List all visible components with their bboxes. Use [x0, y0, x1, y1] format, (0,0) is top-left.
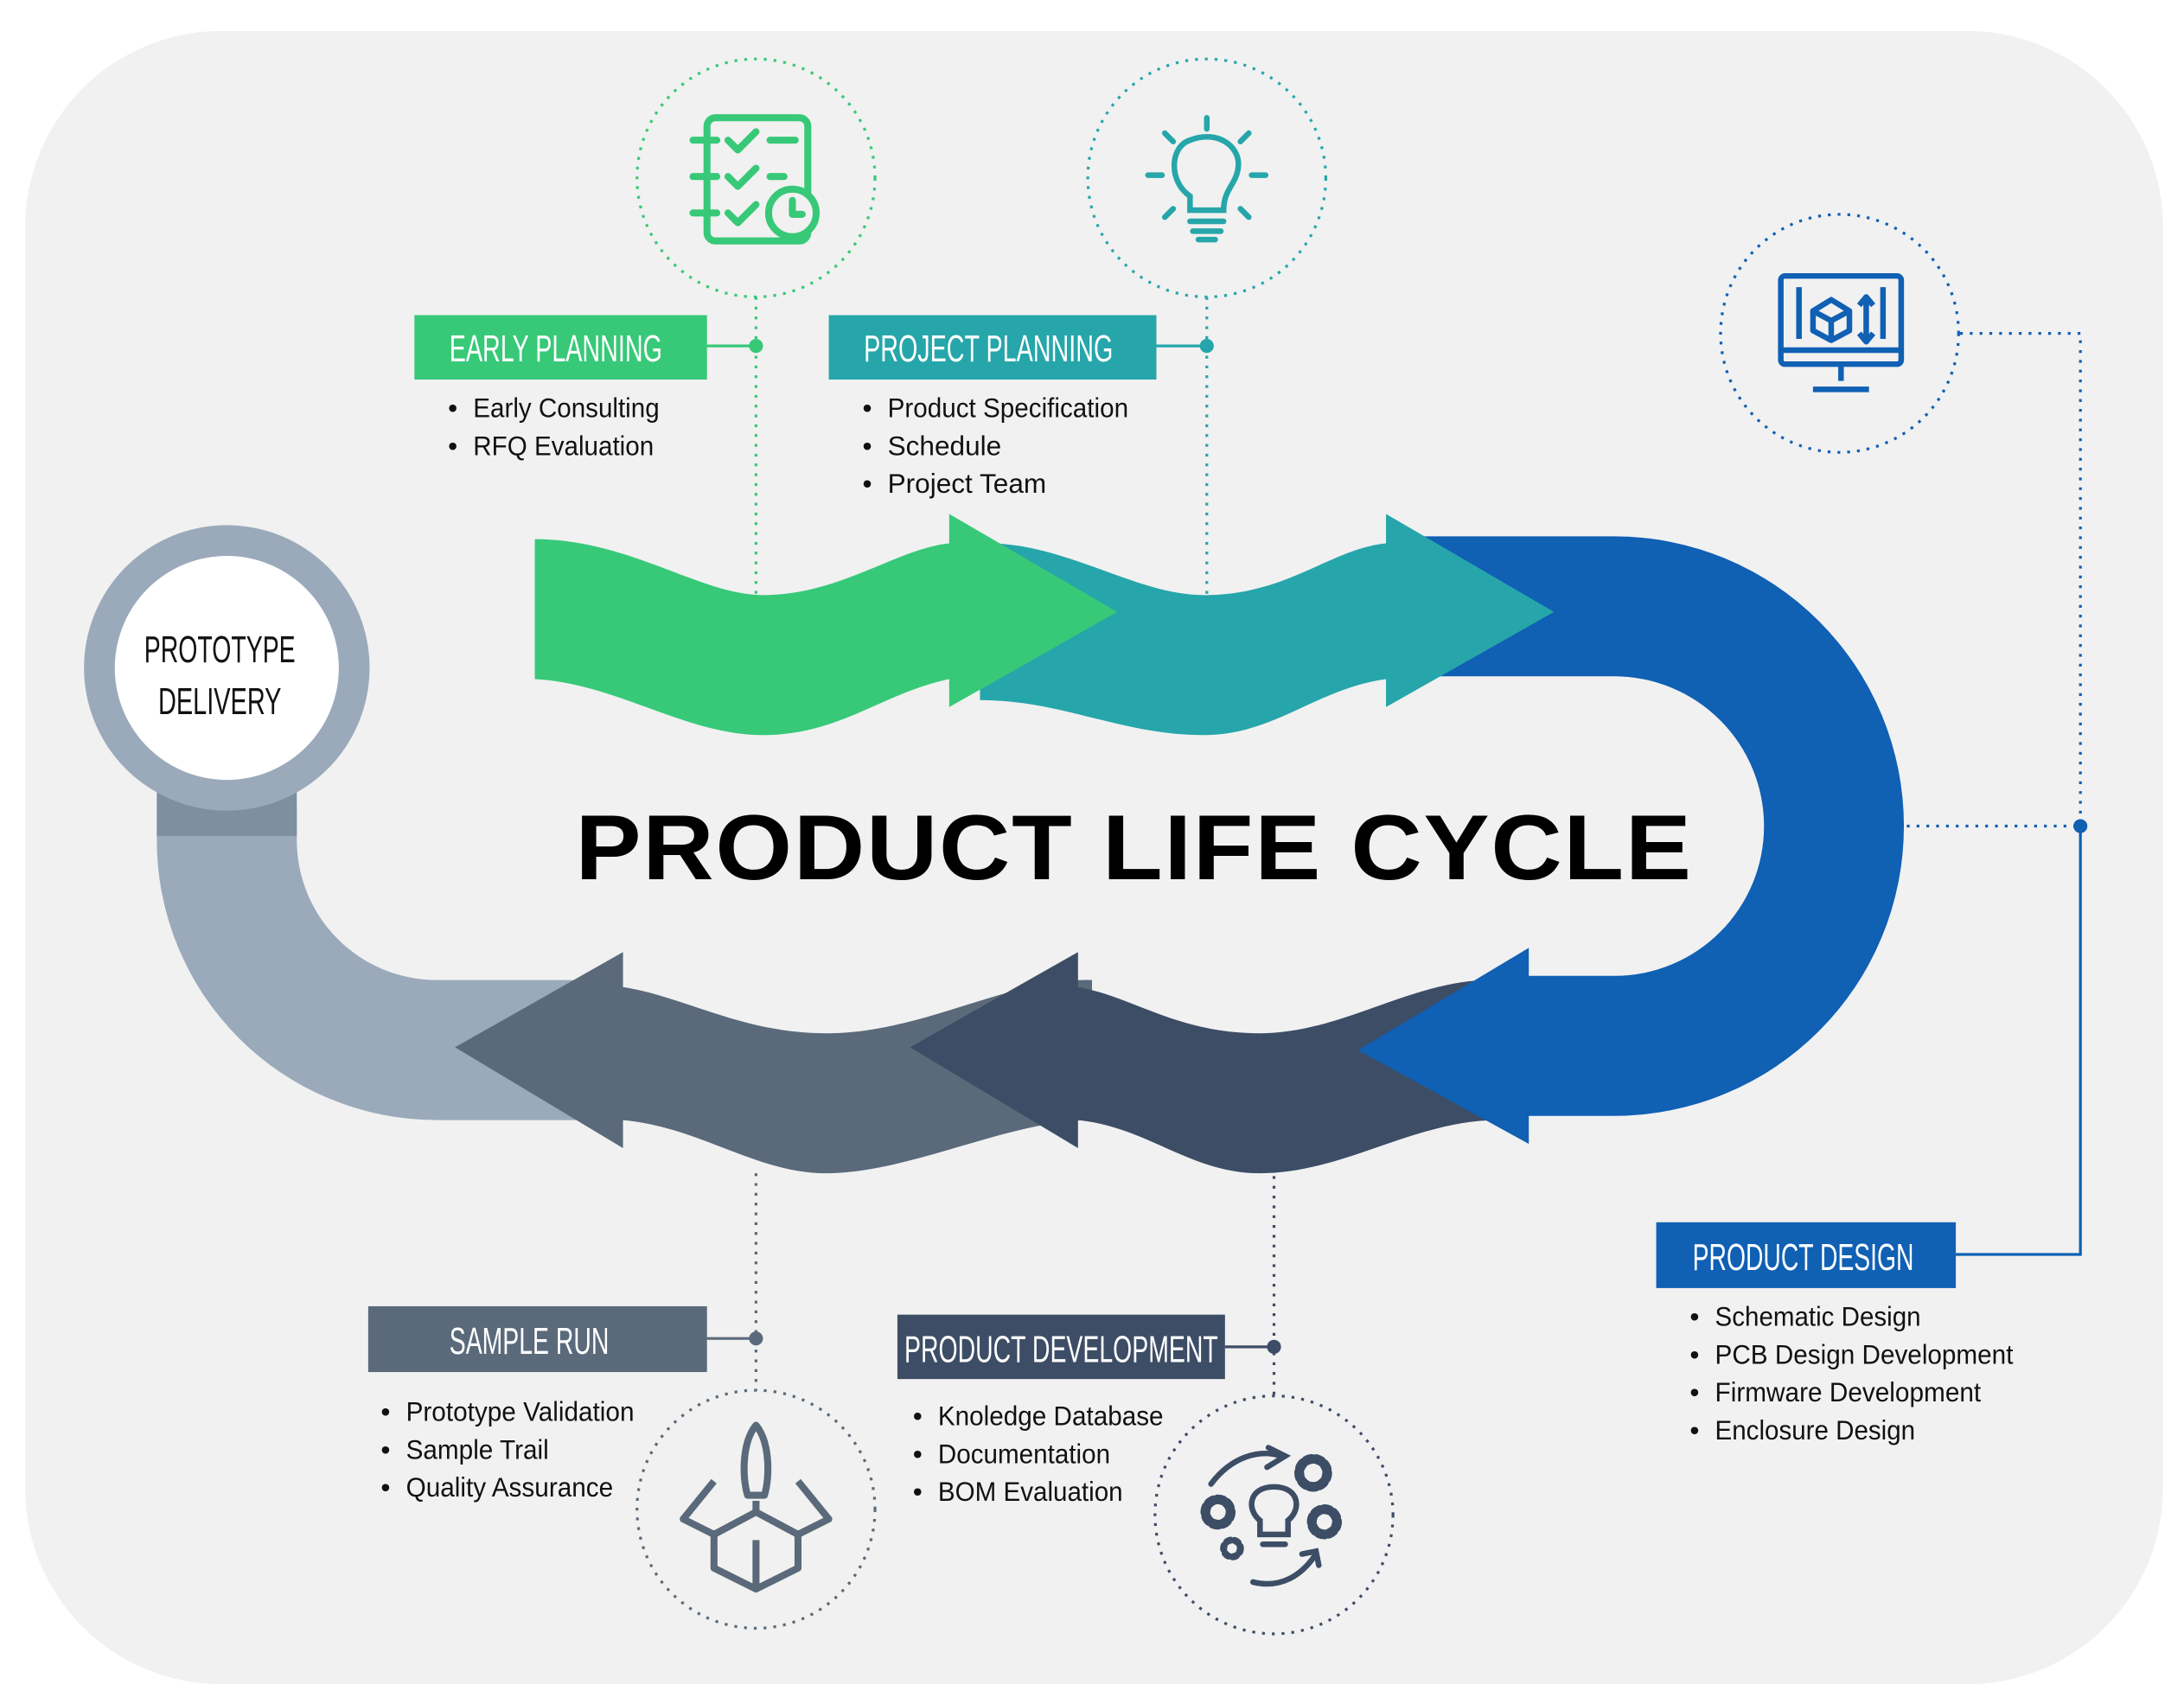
project-planning-item: Product Specification [888, 392, 1129, 424]
bullet: • [1689, 1414, 1699, 1446]
page-title: PRODUCT LIFE CYCLE [576, 795, 1693, 899]
sample-run-icon-circle [635, 1388, 877, 1630]
bullet: • [1689, 1376, 1699, 1407]
product-development-label-box [897, 1314, 1225, 1380]
gears-lightbulb-icon [1200, 1445, 1343, 1587]
project-planning-arrow [980, 514, 1555, 736]
early-planning-arrow [534, 514, 1118, 736]
product-design-icon-circle [1719, 213, 1960, 454]
bullet: • [448, 392, 457, 424]
product-design-arc [1357, 536, 1905, 1145]
sample-run-item: Quality Assurance [406, 1471, 614, 1503]
prototype-label-line2: DELIVERY [158, 680, 281, 723]
product-development-item: Knoledge Database [938, 1401, 1164, 1432]
stage-product-design: PRODUCT DESIGN • Schematic Design • PCB … [1656, 1222, 2014, 1446]
bullet: • [380, 1471, 390, 1503]
product-design-label: PRODUCT DESIGN [1693, 1236, 1914, 1279]
lightbulb-icon [1145, 114, 1269, 243]
early-planning-item: RFQ Evaluation [473, 430, 654, 461]
monitor-3d-design-icon [1778, 272, 1905, 392]
prototype-label-line1: PROTOTYPE [144, 629, 296, 671]
prototype-delivery-badge [114, 556, 339, 781]
project-planning-item: Schedule [888, 430, 1002, 461]
sample-run-label-box [367, 1305, 707, 1373]
bullet: • [862, 468, 872, 499]
background-panel [25, 30, 2163, 1685]
product-development-label: PRODUCT DEVELOPMENT [904, 1329, 1218, 1371]
sample-run-arrow [455, 952, 1092, 1174]
product-design-item: Schematic Design [1715, 1301, 1921, 1332]
stage-sample-run: SAMPLE RUN • Prototype Validation • Samp… [367, 1305, 707, 1503]
bullet: • [862, 392, 872, 424]
stage-project-planning: PROJECT PLANNING • Product Specification… [828, 315, 1157, 499]
project-planning-label-box [828, 315, 1157, 380]
bullet: • [913, 1401, 923, 1432]
project-planning-item: Project Team [888, 468, 1047, 499]
product-design-item: Enclosure Design [1715, 1414, 1916, 1446]
sample-run-item: Sample Trail [406, 1433, 549, 1465]
bullet: • [448, 430, 457, 461]
early-planning-label-box [414, 315, 707, 380]
product-development-icon-circle [1153, 1394, 1395, 1636]
product-development-arrow [910, 952, 1498, 1174]
rocket-box-icon [680, 1421, 833, 1593]
bullet: • [380, 1396, 390, 1427]
product-development-item: BOM Evaluation [938, 1476, 1123, 1507]
bullet: • [913, 1476, 923, 1507]
project-planning-label: PROJECT PLANNING [864, 328, 1113, 370]
bullet: • [1689, 1301, 1699, 1332]
bullet: • [862, 430, 872, 461]
bullet: • [1689, 1338, 1699, 1369]
checklist-clock-icon [689, 114, 821, 245]
sample-run-item: Prototype Validation [406, 1396, 635, 1427]
product-design-item: Firmware Development [1715, 1376, 1982, 1407]
sample-run-label: SAMPLE RUN [450, 1320, 610, 1363]
product-design-item: PCB Design Development [1715, 1338, 2014, 1369]
project-planning-icon-circle [1086, 57, 1328, 299]
early-planning-label: EARLY PLANNING [450, 328, 662, 370]
product-development-item: Documentation [938, 1438, 1110, 1469]
connector-lines [706, 297, 2088, 1396]
stage-product-development: PRODUCT DEVELOPMENT • Knoledge Database … [897, 1314, 1225, 1507]
product-design-label-box [1656, 1222, 1957, 1288]
early-planning-icon-circle [635, 57, 877, 299]
bullet: • [913, 1438, 923, 1469]
early-planning-item: Early Consulting [473, 392, 659, 424]
stage-early-planning: EARLY PLANNING • Early Consulting • RFQ … [414, 315, 707, 461]
bullet: • [380, 1433, 390, 1465]
